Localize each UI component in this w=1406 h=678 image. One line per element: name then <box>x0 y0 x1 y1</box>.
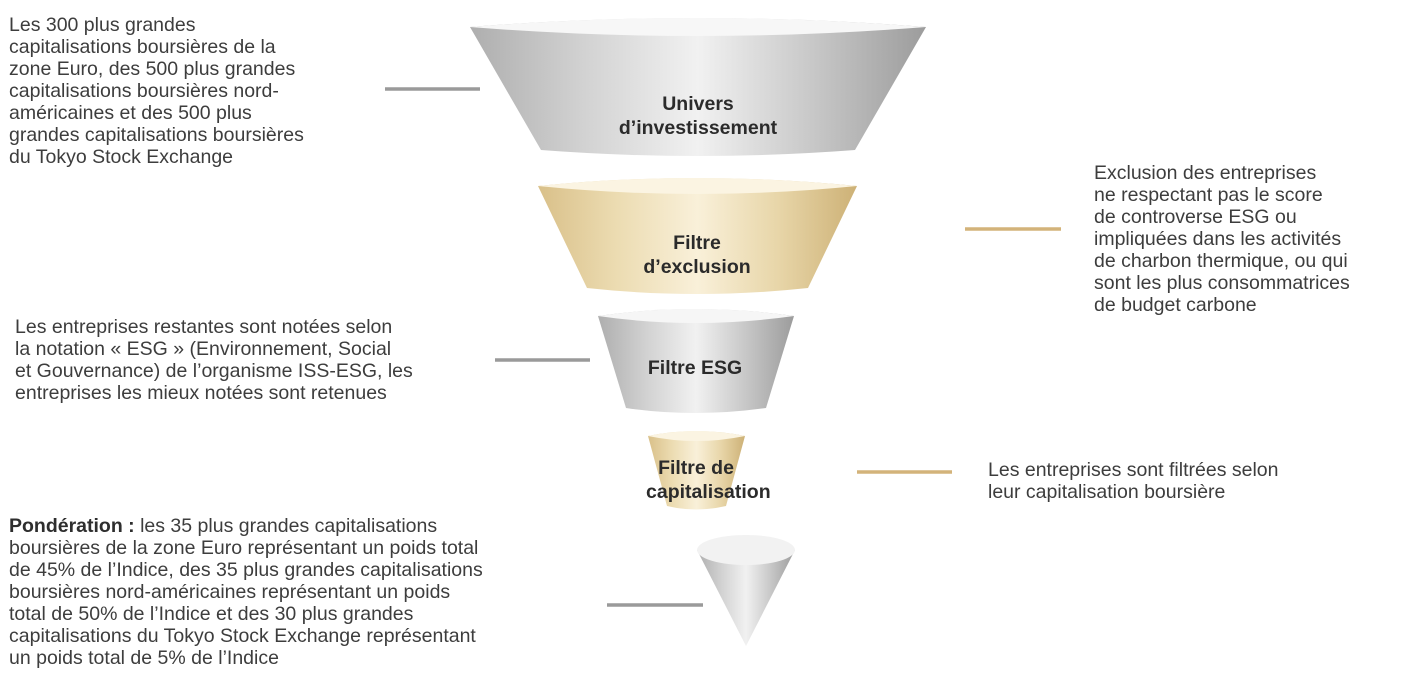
funnel-band-univers <box>470 18 926 156</box>
funnel-stage-capitalisation <box>648 431 745 510</box>
funnel-stage-esg <box>598 309 794 413</box>
stage-label-exclusion: Filtre d’exclusion <box>643 232 751 278</box>
note-ponderation-body: les 35 plus grandes capitalisations bour… <box>9 515 483 669</box>
note-capitalisation: Les entreprises sont filtrées selon leur… <box>988 459 1279 503</box>
note-esg: Les entreprises restantes sont notées se… <box>15 316 413 404</box>
note-ponderation-title: Pondération : <box>9 515 135 537</box>
funnel-band-capitalisation <box>648 431 745 510</box>
funnel-cone-ponderation <box>697 550 795 646</box>
stage-label-capitalisation: Filtre de capitalisation <box>646 457 771 503</box>
stage-label-univers: Univers d’investissement <box>618 93 778 139</box>
funnel-band-top-univers <box>470 18 926 36</box>
note-ponderation: Pondération : les 35 plus grandes capita… <box>9 515 599 669</box>
funnel-stage-ponderation <box>697 535 795 646</box>
stage-label-esg: Filtre ESG <box>647 357 743 379</box>
funnel-band-exclusion <box>538 178 857 294</box>
funnel-band-top-capitalisation <box>648 431 745 441</box>
funnel-stage-exclusion <box>538 178 857 294</box>
note-exclusion: Exclusion des entreprises ne respectant … <box>1094 162 1350 316</box>
funnel-band-esg <box>598 309 794 413</box>
funnel-band-top-esg <box>598 309 794 323</box>
funnel-band-top-exclusion <box>538 178 857 194</box>
funnel-stage-univers <box>470 18 926 156</box>
note-univers: Les 300 plus grandes capitalisations bou… <box>9 14 304 168</box>
funnel-cone-top-ponderation <box>697 535 795 565</box>
